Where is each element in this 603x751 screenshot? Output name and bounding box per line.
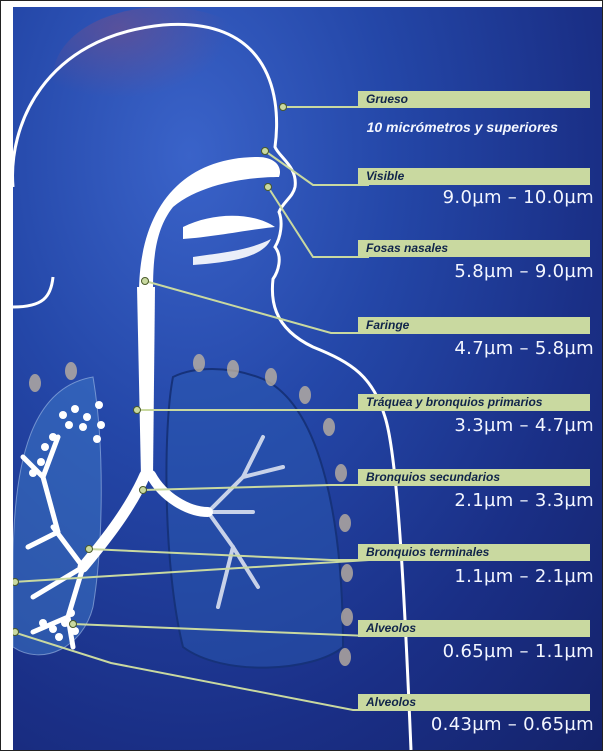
range-alveolos-2: 0.43µm – 0.65µm: [431, 714, 594, 736]
trachea: [137, 287, 155, 477]
range-bronquios-secundarios: 2.1µm – 3.3µm: [454, 490, 594, 512]
range-faringe: 4.7µm – 5.8µm: [454, 338, 594, 360]
label-fosas-nasales: Fosas nasales: [358, 240, 590, 257]
left-lung: [166, 369, 343, 668]
range-fosas-nasales: 5.8µm – 9.0µm: [454, 261, 594, 283]
range-grueso: 10 micrómetros y superiores: [367, 119, 558, 135]
respiratory-diagram: Grueso 10 micrómetros y superiores Visib…: [13, 7, 602, 750]
range-visible: 9.0µm – 10.0µm: [443, 187, 594, 209]
label-grueso: Grueso: [358, 91, 590, 108]
label-alveolos-2: Alveolos: [358, 694, 590, 711]
label-visible: Visible: [358, 168, 590, 185]
label-alveolos-1: Alveolos: [358, 620, 590, 637]
label-bronquios-secundarios: Bronquios secundarios: [358, 469, 590, 486]
label-traquea: Tráquea y bronquios primarios: [358, 394, 590, 411]
range-bronquios-terminales: 1.1µm – 2.1µm: [454, 566, 594, 588]
head-shading: [53, 7, 273, 147]
range-alveolos-1: 0.65µm – 1.1µm: [443, 641, 594, 663]
label-bronquios-terminales: Bronquios terminales: [358, 544, 590, 561]
label-faringe: Faringe: [358, 317, 590, 334]
range-traquea: 3.3µm – 4.7µm: [454, 415, 594, 437]
